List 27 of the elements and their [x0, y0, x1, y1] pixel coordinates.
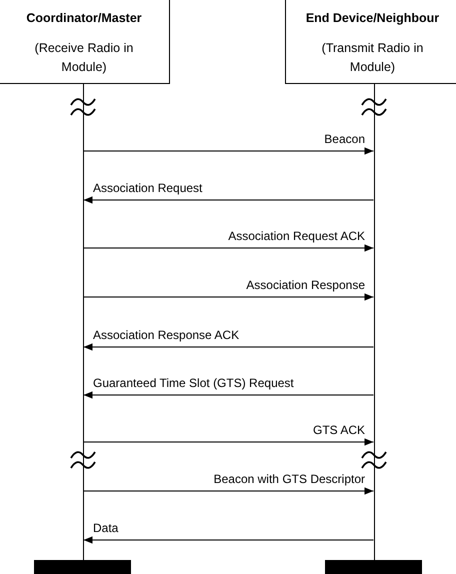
message-label: Guaranteed Time Slot (GTS) Request — [93, 376, 294, 390]
message-label: Association Response ACK — [93, 328, 240, 342]
participant-name: Coordinator/Master — [25, 11, 143, 25]
lifeline-end-bar — [325, 560, 422, 574]
message-arrow — [83, 147, 374, 155]
message-label: Beacon with GTS Descriptor — [214, 472, 365, 486]
participant-box — [285, 0, 456, 84]
message-label: Data — [93, 521, 118, 535]
message-arrow — [83, 536, 374, 544]
message-label: Association Request — [93, 181, 202, 195]
message-arrow — [83, 438, 374, 446]
message-arrow — [83, 391, 374, 399]
participant-box — [0, 0, 170, 84]
message-arrow — [83, 293, 374, 301]
participant-note: (Receive Radio in Module) — [34, 40, 134, 76]
lifeline — [82, 84, 84, 560]
participant-note: (Transmit Radio in Module) — [320, 40, 424, 76]
message-label: GTS ACK — [312, 423, 365, 437]
message-arrow — [83, 343, 374, 351]
message-arrow — [83, 244, 374, 252]
message-arrow — [83, 487, 374, 495]
lifeline-end-bar — [34, 560, 131, 574]
message-label: Association Request ACK — [228, 229, 365, 243]
message-label: Beacon — [324, 132, 365, 146]
message-label: Association Response — [246, 278, 365, 292]
message-arrow — [83, 196, 374, 204]
participant-name: End Device/Neighbour — [304, 11, 440, 25]
